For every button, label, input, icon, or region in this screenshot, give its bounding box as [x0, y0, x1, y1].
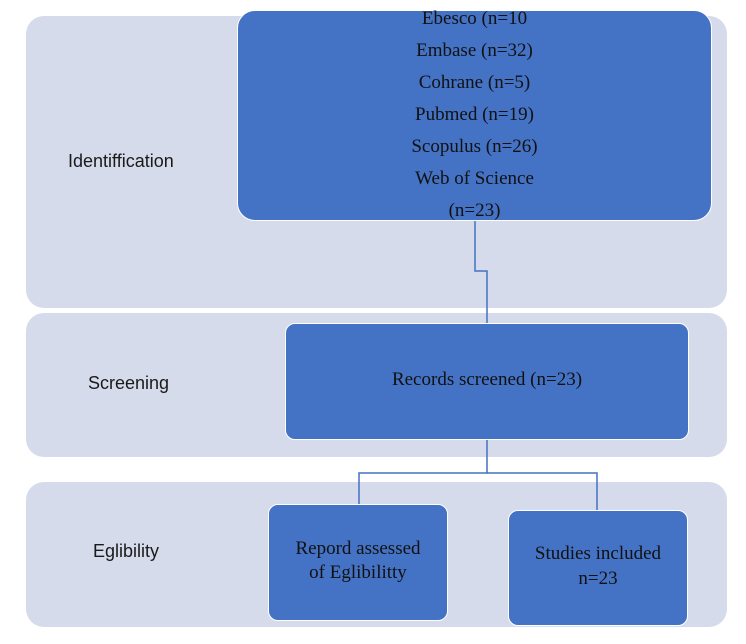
- connector-screening-to-eligibility: [358, 440, 488, 504]
- connector-identification-to-screening: [474, 221, 488, 323]
- identification-sources-box: Ebesco (n=10 Embase (n=32) Cohrane (n=5)…: [237, 8, 712, 221]
- studies-included-count: n=23: [578, 568, 618, 589]
- source-scopulus: Scopulus (n=26): [411, 136, 538, 157]
- report-assessed-line-2: of Eglibilitty: [309, 562, 407, 583]
- source-web-of-science-count: (n=23): [448, 200, 501, 221]
- source-cohrane: Cohrane (n=5): [418, 72, 531, 93]
- screening-label: Screening: [88, 373, 170, 393]
- records-screened-text: Records screened (n=23): [391, 368, 583, 390]
- identification-label: Identiffication: [68, 151, 174, 171]
- source-embase: Embase (n=32): [416, 40, 533, 61]
- connector-screening-to-included: [487, 472, 598, 510]
- source-ebesco: Ebesco (n=10: [421, 8, 528, 29]
- report-assessed-box: Repord assessed of Eglibilitty: [268, 504, 448, 621]
- studies-included-line-1: Studies included: [534, 543, 662, 564]
- report-assessed-line-1: Repord assessed: [295, 538, 421, 559]
- studies-included-box: Studies included n=23: [508, 510, 688, 626]
- source-pubmed: Pubmed (n=19): [415, 104, 534, 125]
- eligibility-label: Eglibility: [93, 541, 160, 561]
- source-web-of-science: Web of Science: [415, 168, 534, 189]
- records-screened-box: Records screened (n=23): [285, 323, 689, 440]
